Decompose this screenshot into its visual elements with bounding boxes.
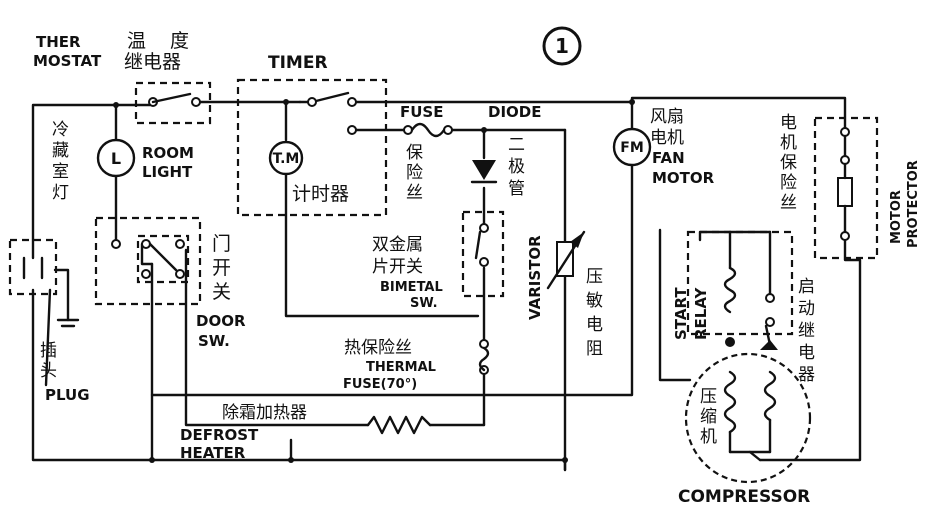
timer-cn: 计时器 (292, 183, 349, 205)
start-relay-en-1: START (672, 287, 690, 340)
door-switch-en-1: DOOR (196, 312, 246, 330)
diode-cn-3: 管 (508, 179, 525, 199)
door-switch-cn-2: 开 (212, 257, 231, 279)
wiring (31, 91, 862, 472)
fuse-cn-3: 丝 (406, 183, 423, 203)
compressor-label: COMPRESSOR (678, 487, 810, 507)
room-light-cn-4: 灯 (52, 183, 69, 203)
plug-cn-2: 头 (40, 361, 57, 381)
fuse: FUSE 保 险 丝 (400, 103, 453, 203)
thermal-fuse-en-2: FUSE(70°) (343, 377, 417, 392)
bimetal-en-2: SW. (410, 296, 438, 311)
varistor-cn-2: 敏 (586, 291, 603, 311)
room-light-cn-3: 室 (52, 162, 69, 182)
motor-protector-cn-5: 丝 (780, 193, 797, 213)
thermal-fuse-en-1: THERMAL (366, 360, 436, 375)
motor-protector: 电 机 保 险 丝 MOTOR PROTECTOR (780, 113, 921, 260)
bimetal-switch: 双金属 片开关 BIMETAL SW. (372, 210, 505, 311)
thermal-fuse-cn: 热保险丝 (344, 338, 412, 358)
fan-motor: FM 风扇 电机 FAN MOTOR (612, 107, 715, 187)
compressor-cn-2: 缩 (700, 407, 717, 427)
diode: DIODE 二 极 管 (470, 103, 541, 199)
timer-label: TIMER (268, 53, 328, 73)
junctions (113, 99, 635, 463)
fan-motor-symbol: FM (620, 140, 644, 156)
plug: 插 头 PLUG (8, 238, 90, 404)
defrost-heater: 除霜加热器 DEFROST HEATER (180, 403, 432, 462)
compressor: 压 缩 机 COMPRESSOR (678, 352, 812, 507)
defrost-heater-cn: 除霜加热器 (222, 403, 307, 423)
varistor-cn-3: 电 (586, 315, 603, 335)
start-relay-cn-2: 动 (798, 299, 815, 319)
start-relay-cn-1: 启 (798, 277, 815, 297)
fan-motor-en-2: MOTOR (652, 169, 715, 187)
bimetal-cn-2: 片开关 (372, 257, 423, 277)
motor-protector-en-1: MOTOR (889, 190, 904, 244)
varistor-cn-4: 阻 (586, 339, 603, 359)
motor-protector-cn-1: 电 (780, 113, 797, 133)
start-relay: START RELAY 启 动 继 电 器 (672, 230, 815, 385)
fuse-cn-2: 险 (406, 163, 423, 183)
room-light-cn-2: 藏 (52, 141, 69, 161)
motor-protector-cn-2: 机 (780, 133, 797, 153)
thermal-fuse: 热保险丝 THERMAL FUSE(70°) (343, 338, 490, 392)
bimetal-en-1: BIMETAL (380, 280, 443, 295)
plug-label: PLUG (45, 386, 90, 404)
room-light-en-1: ROOM (142, 144, 194, 162)
timer-symbol: T.M (273, 151, 300, 167)
bimetal-cn-1: 双金属 (372, 235, 423, 255)
varistor: VARISTOR 压 敏 电 阻 (526, 230, 603, 359)
compressor-cn-1: 压 (700, 387, 717, 407)
door-switch-en-2: SW. (198, 332, 230, 350)
door-switch-cn-3: 关 (212, 281, 231, 303)
timer: T.M TIMER 计时器 (236, 53, 388, 217)
diagram-number: 1 (542, 26, 582, 66)
thermostat: THER MOSTAT 温度 继电器 (33, 30, 213, 125)
fan-motor-cn-1: 风扇 (650, 107, 684, 127)
motor-protector-en-2: PROTECTOR (906, 160, 921, 248)
thermostat-en-2: MOSTAT (33, 52, 102, 70)
fuse-cn-1: 保 (406, 143, 423, 163)
varistor-label: VARISTOR (526, 235, 544, 320)
thermostat-en-1: THER (36, 33, 81, 51)
door-switch-cn-1: 门 (212, 233, 231, 255)
fan-motor-en-1: FAN (652, 149, 685, 167)
room-light-cn-1: 冷 (52, 120, 69, 140)
defrost-heater-en-1: DEFROST (180, 426, 259, 444)
motor-protector-cn-4: 险 (780, 173, 797, 193)
start-relay-en-2: RELAY (692, 286, 710, 340)
start-relay-cn-3: 继 (798, 321, 815, 341)
start-relay-cn-5: 器 (798, 365, 815, 385)
door-switch: 门 开 关 DOOR SW. (94, 216, 246, 350)
fan-motor-cn-2: 电机 (650, 128, 684, 148)
fuse-label: FUSE (400, 103, 443, 121)
motor-protector-cn-3: 保 (780, 153, 797, 173)
defrost-heater-en-2: HEATER (180, 444, 246, 462)
varistor-cn-1: 压 (586, 267, 603, 287)
room-light-en-2: LIGHT (142, 163, 193, 181)
diode-cn-1: 二 (508, 135, 525, 155)
diode-label: DIODE (488, 103, 541, 121)
diagram-number-label: 1 (555, 34, 569, 58)
compressor-cn-3: 机 (700, 427, 717, 447)
room-light-symbol: L (111, 149, 121, 168)
plug-cn-1: 插 (40, 341, 57, 361)
thermostat-cn-1: 温度 (127, 30, 213, 52)
room-light: L ROOM LIGHT 冷 藏 室 灯 (52, 120, 194, 203)
diode-cn-2: 极 (508, 157, 525, 177)
start-relay-cn-4: 电 (798, 343, 815, 363)
thermostat-cn-2: 继电器 (124, 51, 181, 73)
